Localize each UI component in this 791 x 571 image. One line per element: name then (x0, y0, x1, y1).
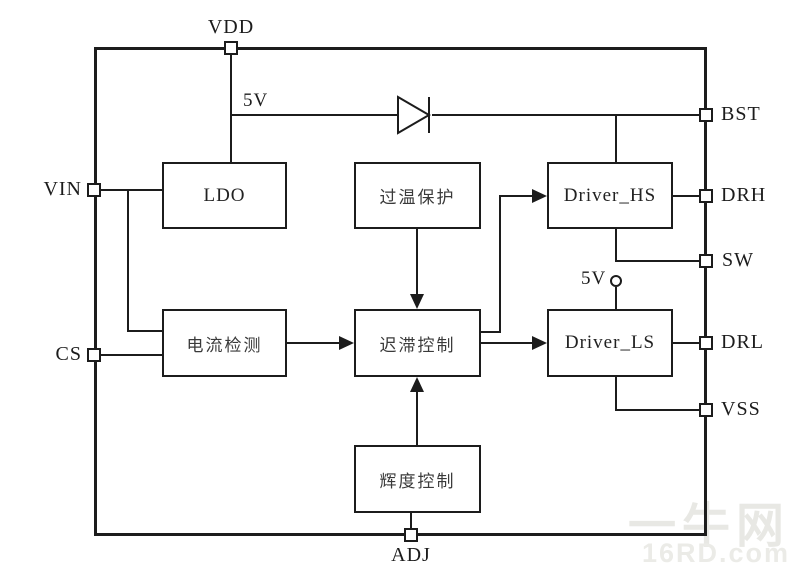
arrowhead-currentsense-to-hysteresis (339, 336, 354, 350)
block-current-sense: 电流检测 (162, 309, 287, 377)
diode-icon (397, 95, 431, 135)
wire-hysteresis-hs-riser (499, 195, 501, 333)
block-hysteresis-control: 迟滞控制 (354, 309, 481, 377)
wire-driverls-to-drl (673, 342, 701, 344)
pin-vdd (224, 41, 238, 55)
block-ldo: LDO (162, 162, 287, 229)
wire-driverls-to-vss-vertical (615, 377, 617, 411)
wire-driverhs-to-sw-vertical (615, 229, 617, 262)
pin-label-cs: CS (55, 343, 82, 365)
block-current-sense-label: 电流检测 (186, 335, 263, 355)
wire-driverhs-to-drh (673, 195, 701, 197)
wire-vdd-to-ldo (230, 55, 232, 163)
wire-vin-branch-vertical (127, 189, 129, 332)
wire-5vterminal-to-driverls (615, 287, 617, 310)
wire-diode-to-bst (432, 114, 701, 116)
wire-vin-to-ldo (101, 189, 162, 191)
wire-adj-to-brightness (410, 513, 412, 530)
block-brightness-control: 辉度控制 (354, 445, 481, 513)
pin-vss (699, 403, 713, 417)
block-driver-ls: Driver_LS (547, 309, 673, 377)
wire-currentsense-to-hysteresis (287, 342, 342, 344)
pin-label-sw: SW (722, 249, 754, 271)
pin-drl (699, 336, 713, 350)
wire-hysteresis-hs-horizontal2 (499, 195, 534, 197)
block-hysteresis-control-label: 迟滞控制 (379, 335, 456, 355)
pin-label-vdd: VDD (207, 16, 255, 38)
pin-vin (87, 183, 101, 197)
pin-label-drh: DRH (721, 184, 767, 206)
wire-cs-to-currentsense (101, 354, 162, 356)
wire-otp-to-hysteresis (416, 229, 418, 296)
block-over-temp-protection: 过温保护 (354, 162, 481, 229)
pin-label-vss: VSS (721, 398, 761, 420)
chip-outline (94, 47, 707, 536)
wire-driverls-to-vss-horizontal (615, 409, 701, 411)
pin-label-bst: BST (721, 103, 761, 125)
block-driver-ls-label: Driver_LS (564, 332, 656, 353)
block-driver-hs-label: Driver_HS (563, 184, 657, 206)
wire-driverhs-to-sw-horizontal (615, 260, 701, 262)
pin-adj (404, 528, 418, 542)
wire-5v-to-diode (230, 114, 398, 116)
arrowhead-hysteresis-to-driverls (532, 336, 547, 350)
pin-label-vin: VIN (43, 178, 82, 200)
wire-hysteresis-hs-horizontal1 (481, 331, 501, 333)
block-driver-hs: Driver_HS (547, 162, 673, 229)
pin-label-adj: ADJ (391, 544, 431, 566)
label-5v-top: 5V (243, 90, 269, 111)
pin-bst (699, 108, 713, 122)
block-over-temp-protection-label: 过温保护 (379, 188, 456, 207)
arrowhead-otp-to-hysteresis (410, 294, 424, 309)
wire-vin-branch-to-currentsense (127, 330, 163, 332)
block-ldo-label: LDO (203, 184, 246, 206)
block-brightness-control-label: 辉度控制 (379, 471, 456, 491)
pin-drh (699, 189, 713, 203)
5v-terminal-icon (610, 275, 622, 287)
wire-brightness-to-hysteresis (416, 391, 418, 445)
wire-bst-to-driverhs (615, 114, 617, 163)
arrowhead-brightness-to-hysteresis (410, 377, 424, 392)
pin-label-drl: DRL (721, 331, 764, 353)
watermark-url: 16RD.com (642, 538, 791, 568)
pin-sw (699, 254, 713, 268)
label-5v-driverls: 5V (581, 268, 607, 289)
arrowhead-hysteresis-to-driverhs (532, 189, 547, 203)
wire-hysteresis-to-driverls (481, 342, 534, 344)
pin-cs (87, 348, 101, 362)
